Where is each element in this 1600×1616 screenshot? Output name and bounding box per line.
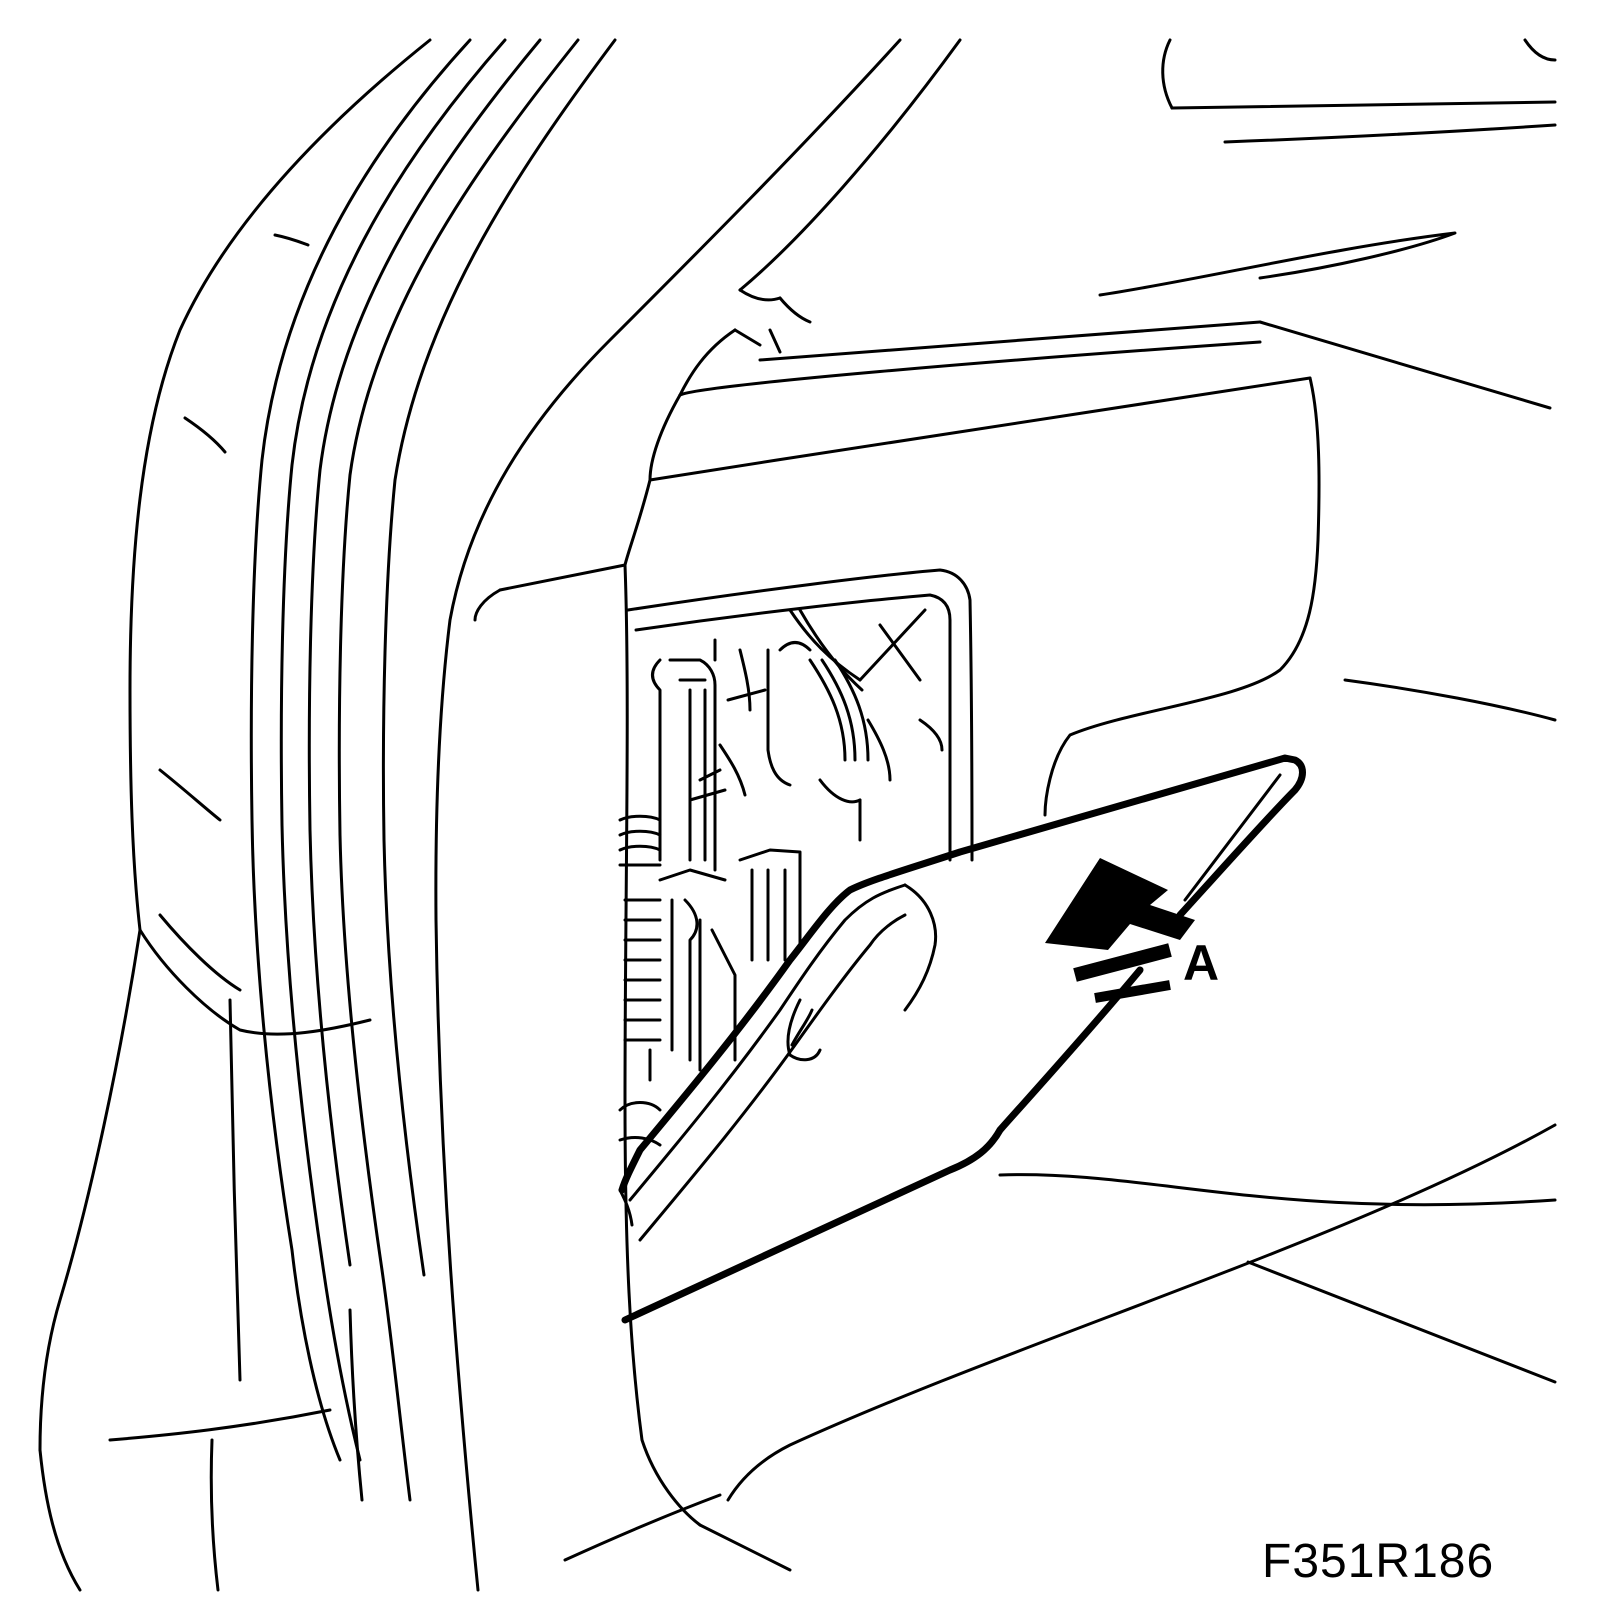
door-frame bbox=[434, 38, 1557, 1592]
figure-id: F351R186 bbox=[1262, 1535, 1495, 1588]
fuse-relays bbox=[618, 608, 870, 1227]
fuse-box-opening bbox=[626, 568, 974, 862]
callout-label-a: A bbox=[1183, 935, 1220, 991]
up-right-arrow-icon bbox=[1045, 858, 1195, 1003]
fuse-box-cover bbox=[618, 754, 1306, 1324]
pillar-trim bbox=[38, 38, 617, 1592]
trim-panel bbox=[473, 376, 1557, 1572]
